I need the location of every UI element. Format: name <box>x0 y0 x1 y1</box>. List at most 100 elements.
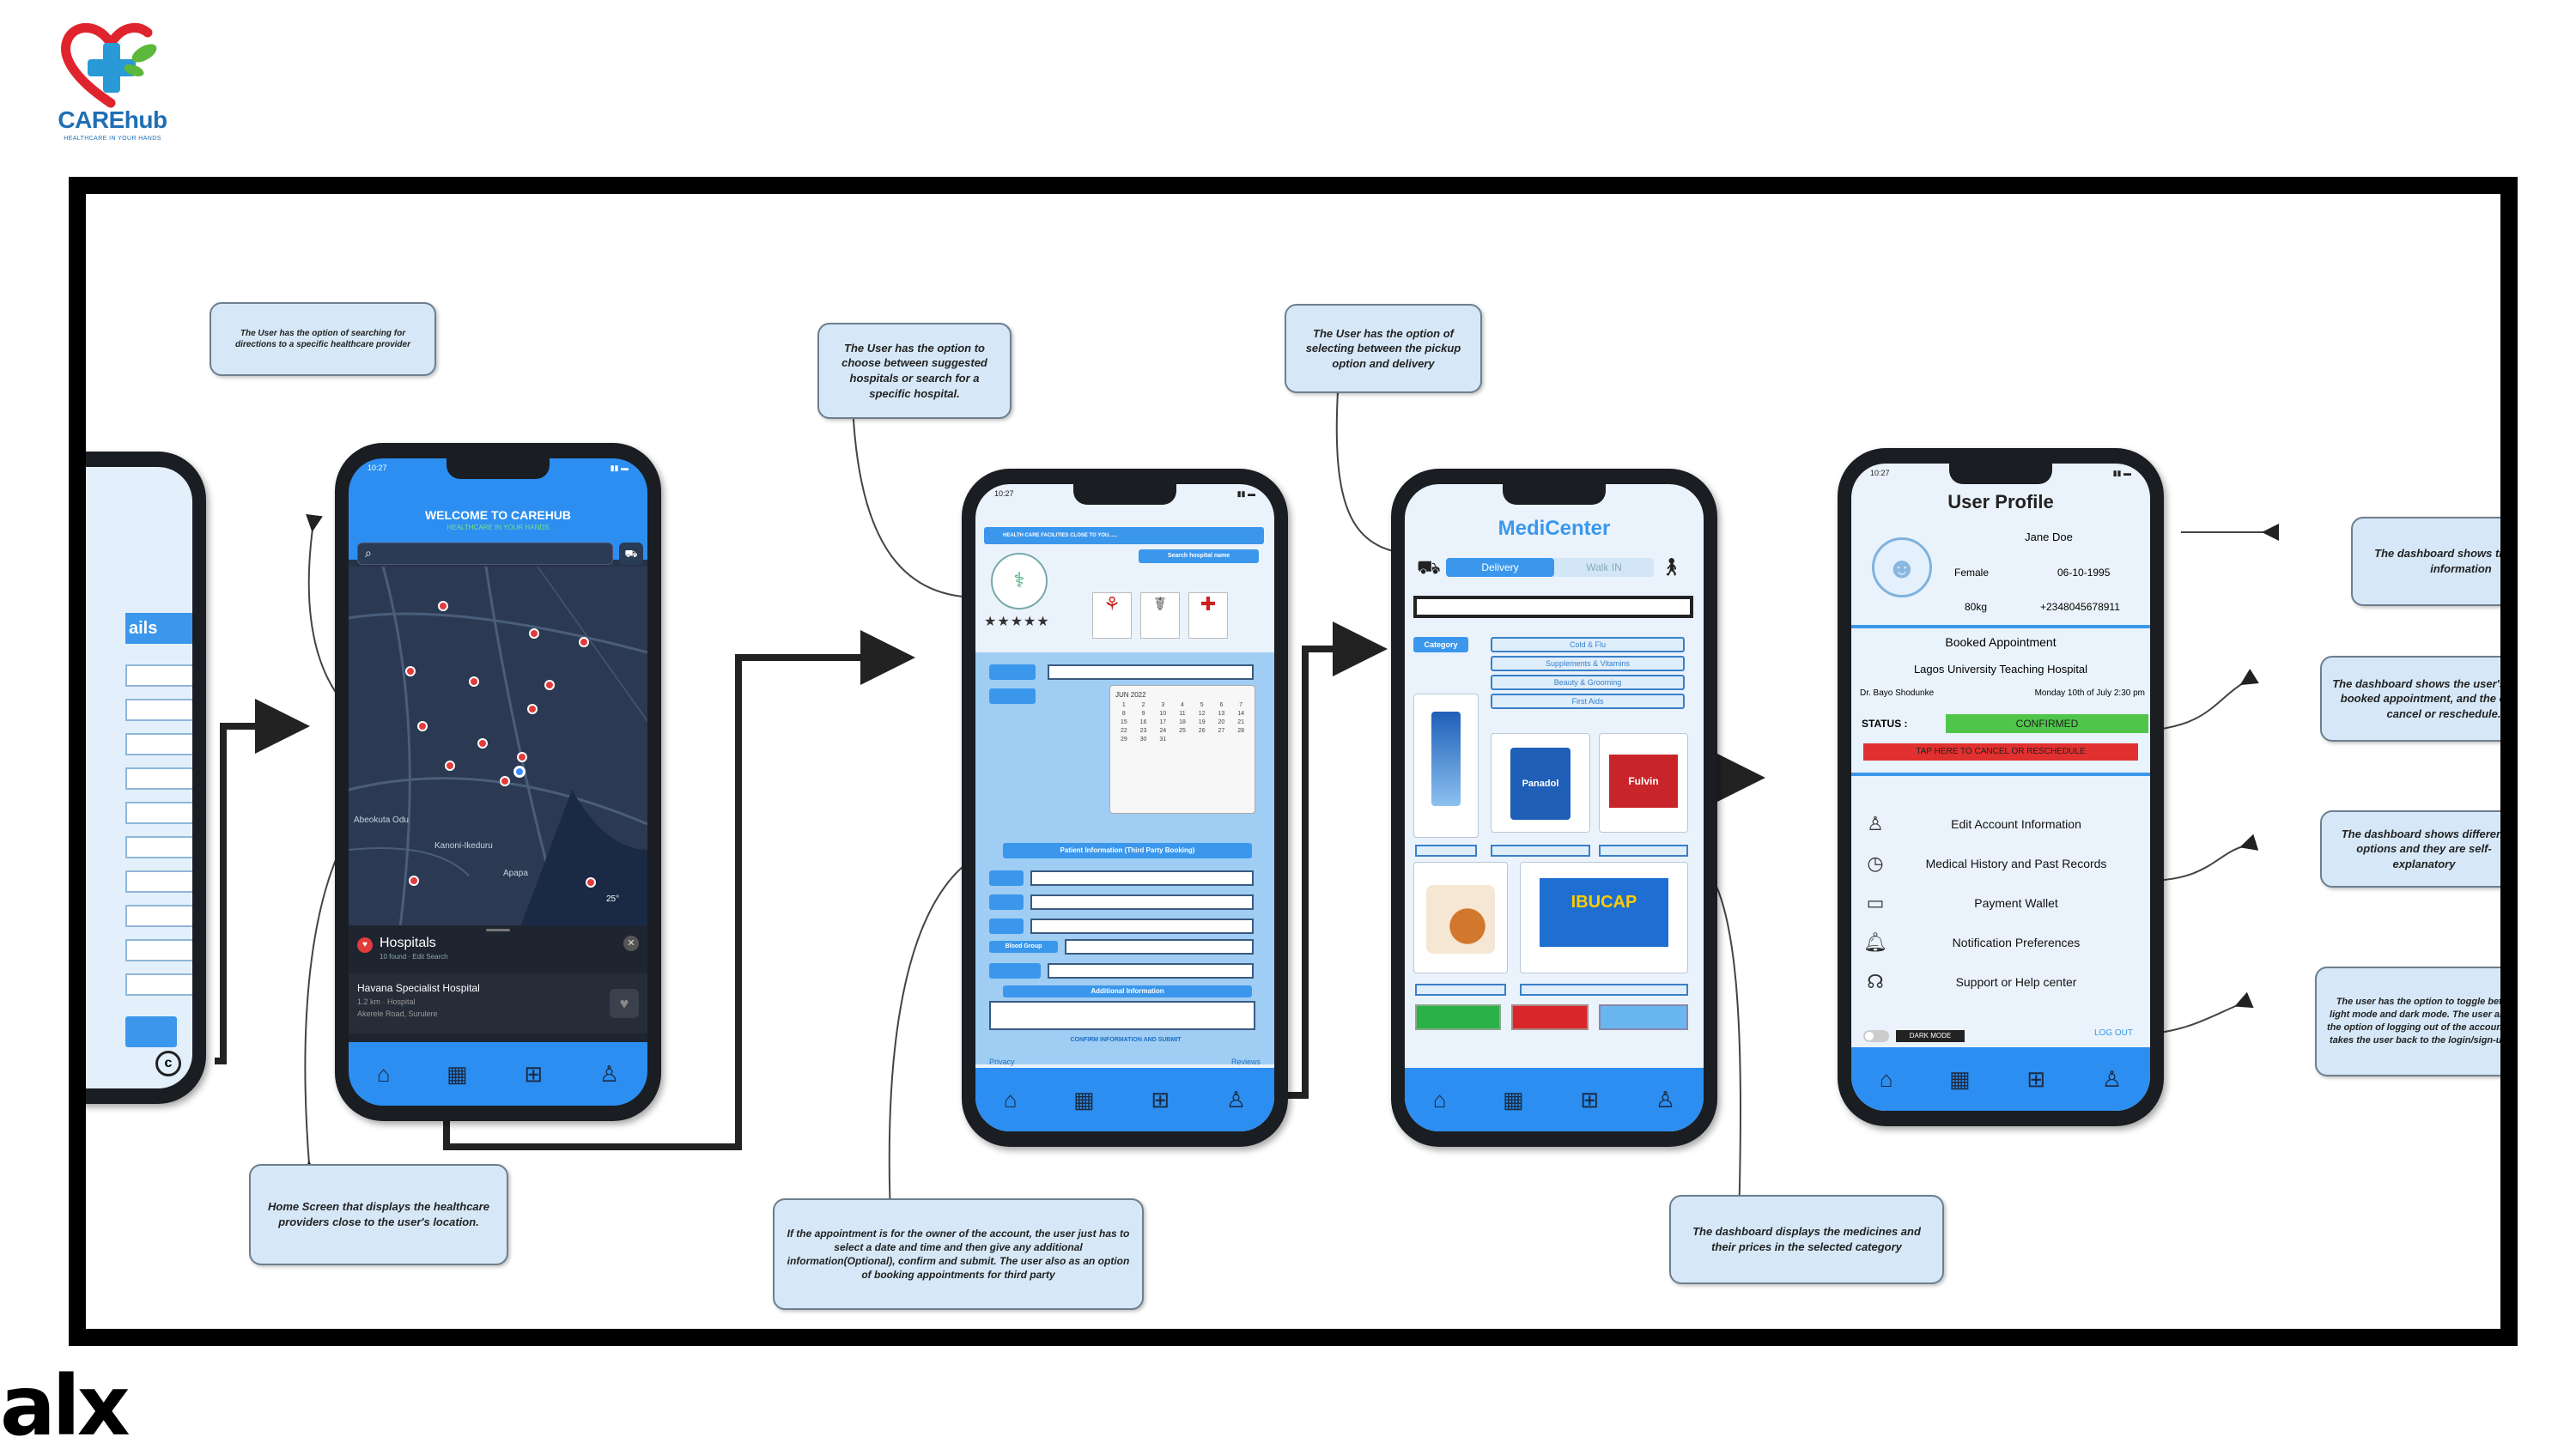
hospital-search-bar[interactable]: HEALTH CARE FACILITIES CLOSE TO YOU.....… <box>984 527 1264 544</box>
search-hospital-button[interactable]: Search hospital name <box>1139 549 1259 563</box>
calendar-day[interactable]: 3 <box>1161 702 1165 708</box>
profile-icon[interactable]: ♙ <box>1225 1087 1247 1113</box>
calendar-day[interactable]: 9 <box>1141 711 1145 717</box>
walk-icon[interactable]: 🚶︎ <box>1661 558 1683 577</box>
home-icon[interactable]: ⌂ <box>376 1061 391 1087</box>
calendar-day[interactable]: 29 <box>1120 737 1127 743</box>
delivery-option[interactable]: Delivery <box>1446 558 1554 577</box>
map-pin-icon[interactable] <box>517 752 527 762</box>
category-pill[interactable]: Cold & Flu <box>1491 637 1685 652</box>
calendar-day[interactable]: 17 <box>1159 719 1167 725</box>
medicine-thumb[interactable] <box>1511 1004 1589 1030</box>
signup-field[interactable] <box>125 973 192 996</box>
medicine-card[interactable] <box>1413 694 1479 838</box>
medicine-card[interactable]: Fulvin <box>1599 733 1688 833</box>
hospital-card[interactable]: ⚘ <box>1092 592 1132 639</box>
privacy-link[interactable]: Privacy <box>989 1058 1015 1066</box>
map-view[interactable]: Abeokuta Odu Kanoni-Ikeduru Apapa 25° <box>349 567 647 927</box>
hospital-list-item[interactable]: Havana Specialist Hospital 1.2 km · Hosp… <box>349 973 647 1034</box>
option-payment-wallet[interactable]: ▭Payment Wallet <box>1860 886 2142 920</box>
reviews-link[interactable]: Reviews <box>1230 1058 1261 1066</box>
calendar-day[interactable]: 27 <box>1218 728 1225 734</box>
cancel-reschedule-button[interactable]: TAP HERE TO CANCEL OR RESCHEDULE <box>1863 743 2138 761</box>
additional-info-field[interactable] <box>989 1001 1255 1030</box>
patient-field[interactable] <box>1030 894 1254 910</box>
calendar-day[interactable]: 5 <box>1200 702 1204 708</box>
pharmacy-icon[interactable]: ⊞ <box>1580 1087 1600 1113</box>
option-medical-history[interactable]: ◷Medical History and Past Records <box>1860 846 2142 881</box>
map-pin-icon[interactable] <box>544 680 555 690</box>
signup-field[interactable] <box>125 870 192 893</box>
profile-icon[interactable]: ♙ <box>598 1061 620 1087</box>
signup-field[interactable] <box>125 939 192 961</box>
medicine-card[interactable]: IBUCAP <box>1520 862 1688 973</box>
calendar-day[interactable]: 12 <box>1198 711 1206 717</box>
medicine-thumb[interactable] <box>1415 1004 1501 1030</box>
calendar-day[interactable]: 25 <box>1179 728 1186 734</box>
hospital-icon[interactable]: ▦ <box>1503 1087 1524 1113</box>
map-pin-icon[interactable] <box>417 721 428 731</box>
category-pill[interactable]: Beauty & Grooming <box>1491 675 1685 690</box>
profile-icon[interactable]: ♙ <box>1655 1087 1676 1113</box>
confirm-submit-button[interactable]: CONFIRM INFORMATION AND SUBMIT <box>1070 1037 1182 1043</box>
map-search-bar[interactable]: ⌕ <box>357 543 613 565</box>
signup-field[interactable] <box>125 905 192 927</box>
calendar-day[interactable]: 16 <box>1139 719 1147 725</box>
medicine-thumb[interactable] <box>1599 1004 1688 1030</box>
calendar-day[interactable]: 23 <box>1139 728 1147 734</box>
medicine-search-bar[interactable] <box>1413 596 1693 618</box>
signup-field[interactable] <box>125 699 192 721</box>
category-pill[interactable]: Supplements & Vitamins <box>1491 656 1685 671</box>
delivery-toggle[interactable]: Delivery Walk IN <box>1446 558 1654 577</box>
favorite-icon[interactable]: ♥ <box>610 989 639 1018</box>
map-pin-icon[interactable] <box>477 738 488 749</box>
patient-field[interactable] <box>1030 919 1254 934</box>
signup-submit-button[interactable] <box>125 1016 177 1047</box>
hospital-card[interactable]: ✚ <box>1188 592 1228 639</box>
hospital-icon[interactable]: ▦ <box>1949 1066 1971 1092</box>
option-notifications[interactable]: 🔔︎Notification Preferences <box>1860 925 2142 960</box>
medicine-card[interactable]: Panadol <box>1491 733 1590 833</box>
map-pin-icon[interactable] <box>445 761 455 771</box>
close-icon[interactable]: ✕ <box>623 936 639 951</box>
calendar-day[interactable]: 19 <box>1198 719 1206 725</box>
map-pin-icon[interactable] <box>500 776 510 786</box>
calendar-day[interactable]: 28 <box>1237 728 1245 734</box>
pharmacy-icon[interactable]: ⊞ <box>1151 1087 1170 1113</box>
calendar-day[interactable]: 20 <box>1218 719 1225 725</box>
signup-field[interactable] <box>125 802 192 824</box>
pharmacy-icon[interactable]: ⊞ <box>2026 1066 2046 1092</box>
blood-group-field[interactable] <box>1065 939 1254 955</box>
calendar-day[interactable]: 26 <box>1198 728 1206 734</box>
map-pin-icon[interactable] <box>405 666 416 676</box>
medicine-card[interactable] <box>1413 862 1508 973</box>
calendar-day[interactable]: 8 <box>1121 711 1126 717</box>
calendar-day[interactable]: 4 <box>1181 702 1184 708</box>
calendar-day[interactable]: 2 <box>1141 702 1145 708</box>
car-icon[interactable]: ⛟ <box>619 543 643 565</box>
bike-icon[interactable]: ⛟ <box>1417 556 1441 578</box>
calendar-day[interactable]: 30 <box>1139 737 1147 743</box>
pharmacy-icon[interactable]: ⊞ <box>524 1061 544 1087</box>
calendar-day[interactable]: 7 <box>1239 702 1243 708</box>
map-pin-icon[interactable] <box>586 877 596 888</box>
hospital-icon[interactable]: ▦ <box>447 1061 468 1087</box>
dark-mode-toggle[interactable] <box>1863 1030 1889 1042</box>
calendar-day[interactable]: 22 <box>1120 728 1127 734</box>
signup-field[interactable] <box>125 767 192 790</box>
date-field[interactable] <box>1048 664 1254 680</box>
hospital-card[interactable]: ☤ <box>1140 592 1180 639</box>
hospital-icon[interactable]: ▦ <box>1073 1087 1095 1113</box>
map-pin-icon[interactable] <box>469 676 479 687</box>
signup-field[interactable] <box>125 664 192 687</box>
calendar-day[interactable]: 24 <box>1159 728 1167 734</box>
home-icon[interactable]: ⌂ <box>1003 1087 1018 1113</box>
calendar-day[interactable]: 14 <box>1237 711 1245 717</box>
map-pin-icon[interactable] <box>529 628 539 639</box>
map-pin-icon[interactable] <box>438 601 448 611</box>
map-pin-icon[interactable] <box>527 704 538 714</box>
logout-button[interactable]: LOG OUT <box>2093 1028 2133 1038</box>
calendar-day[interactable]: 13 <box>1218 711 1225 717</box>
calendar-day[interactable]: 6 <box>1219 702 1224 708</box>
